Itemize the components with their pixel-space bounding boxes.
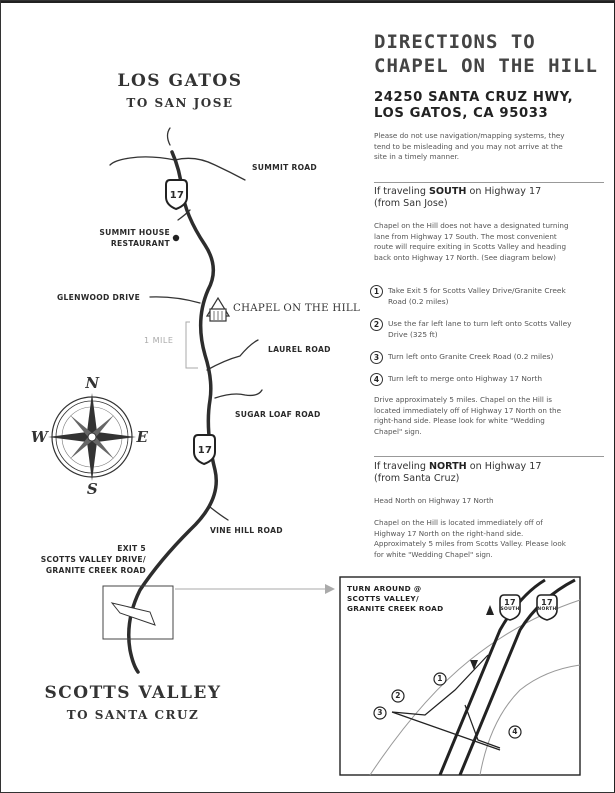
highway-17-shield-north [165,179,188,211]
vine-hill-road-label: VINE HILL ROAD [210,526,283,535]
top-border [0,0,615,3]
inset-shield-south-number: 17 [504,598,516,607]
highway-17-line [127,150,218,674]
top-city-subtitle: TO SAN JOSE [126,96,234,110]
highway-17-shield-number-south: 17 [197,445,213,456]
exit-label: EXIT 5 SCOTTS VALLEY DRIVE/ GRANITE CREE… [22,543,146,576]
compass-north-label: N [85,374,101,392]
sugar-loaf-road-line [214,389,263,399]
vine-hill-road-line [209,506,229,521]
exit-label-line2: SCOTTS VALLEY DRIVE/ [40,555,146,564]
compass-west-label: W [30,428,50,446]
north-heading-suffix: on Highway 17 [466,461,542,472]
inset-title-line1: TURN AROUND @ [347,584,422,593]
summit-house-marker [172,234,180,242]
inset-marker-2: 2 [395,691,401,700]
inset-marker-3: 3 [377,708,383,717]
step-3: 3 Turn left onto Granite Creek Road (0.2 … [370,351,575,364]
glenwood-drive-label: GLENWOOD DRIVE [57,293,141,302]
exit-label-line1: EXIT 5 [117,544,146,553]
bottom-city-label: SCOTTS VALLEY [44,683,222,703]
step-2-number: 2 [370,318,383,331]
step-1-number: 1 [370,285,383,298]
south-heading-direction: SOUTH [428,186,467,197]
inset-title-line2: SCOTTS VALLEY/ [347,594,419,603]
top-city-label: LOS GATOS [117,71,243,91]
page-title: DIRECTIONS TO CHAPEL ON THE HILL [374,30,604,78]
page-title-line2: CHAPEL ON THE HILL [374,55,598,77]
laurel-road-label: LAUREL ROAD [268,345,331,354]
north-heading-direction: NORTH [428,461,467,472]
navigation-note: Please do not use navigation/mapping sys… [374,131,565,161]
north-intro: Head North on Highway 17 North [374,496,494,505]
glenwood-drive-line [149,296,201,304]
north-heading-prefix: If traveling [374,461,429,472]
divider-north [374,456,604,457]
inset-markers [373,672,522,739]
compass-east-label: E [136,428,150,446]
south-heading-prefix: If traveling [374,186,429,197]
summit-road-label: SUMMIT ROAD [252,163,317,172]
inset-marker-4: 4 [512,727,518,736]
step-4-text: Turn left to merge onto Highway 17 North [388,374,543,383]
inset-shield-north-number: 17 [541,598,553,607]
inset-shield-north [536,594,558,621]
step-1-text: Take Exit 5 for Scotts Valley Drive/Gran… [388,286,566,306]
south-heading-suffix: on Highway 17 [466,186,542,197]
inset-shield-north-dir: NORTH [537,607,557,612]
divider-south [374,182,604,183]
step-1: 1 Take Exit 5 for Scotts Valley Drive/Gra… [370,285,575,307]
inset-title-line3: GRANITE CREEK ROAD [347,604,444,613]
mile-bracket [185,321,198,369]
exit-ramp-shape [110,602,156,626]
chapel-label: CHAPEL ON THE HILL [233,303,361,314]
south-outro: Drive approximately 5 miles. Chapel on t… [374,395,562,436]
summit-road-line [109,156,246,181]
inset-marker-1: 1 [437,674,443,683]
address-line1: 24250 SANTA CRUZ HWY, [374,90,574,105]
summit-road-upper [166,127,171,146]
highway-17-shield-south [193,434,216,466]
inset-shield-south [499,594,521,621]
address: 24250 SANTA CRUZ HWY, LOS GATOS, CA 9503… [374,90,609,122]
south-heading-from: (from San Jose) [374,197,448,209]
north-heading-from: (from Santa Cruz) [374,472,460,484]
page-title-line1: DIRECTIONS TO [374,31,536,53]
south-heading: If traveling SOUTH on Highway 17 (from S… [374,186,574,209]
inset-title: TURN AROUND @ SCOTTS VALLEY/ GRANITE CRE… [347,584,477,614]
summit-house-road-line [177,209,191,221]
exit-highlight-box [102,585,174,640]
inset-shield-south-dir: SOUTH [500,607,520,612]
exit-label-line3: GRANITE CREEK ROAD [45,566,146,575]
step-4-number: 4 [370,373,383,386]
south-intro: Chapel on the Hill does not have a desig… [374,221,569,262]
north-heading: If traveling NORTH on Highway 17 (from S… [374,461,574,484]
summit-house-label: SUMMIT HOUSE RESTAURANT [88,227,170,249]
chapel-icon [205,296,231,322]
address-line2: LOS GATOS, CA 95033 [374,106,549,121]
mile-label: 1 MILE [144,336,174,345]
sugar-loaf-road-label: SUGAR LOAF ROAD [235,410,321,419]
step-2: 2 Use the far left lane to turn left onto… [370,318,575,340]
compass-south-label: S [86,480,100,498]
step-3-number: 3 [370,351,383,364]
step-2-text: Use the far left lane to turn left onto … [388,319,572,339]
exit-pointer-arrow [325,584,335,594]
north-outro: Chapel on the Hill is located immediatel… [374,518,566,559]
summit-house-line2: RESTAURANT [110,239,170,248]
highway-17-shield-number-north: 17 [169,190,185,201]
summit-house-line1: SUMMIT HOUSE [99,228,170,237]
laurel-road-line [206,339,259,371]
step-4: 4 Turn left to merge onto Highway 17 Nort… [370,373,575,386]
bottom-city-subtitle: TO SANTA CRUZ [66,708,200,722]
step-3-text: Turn left onto Granite Creek Road (0.2 m… [388,352,554,361]
compass-rose [48,393,136,481]
